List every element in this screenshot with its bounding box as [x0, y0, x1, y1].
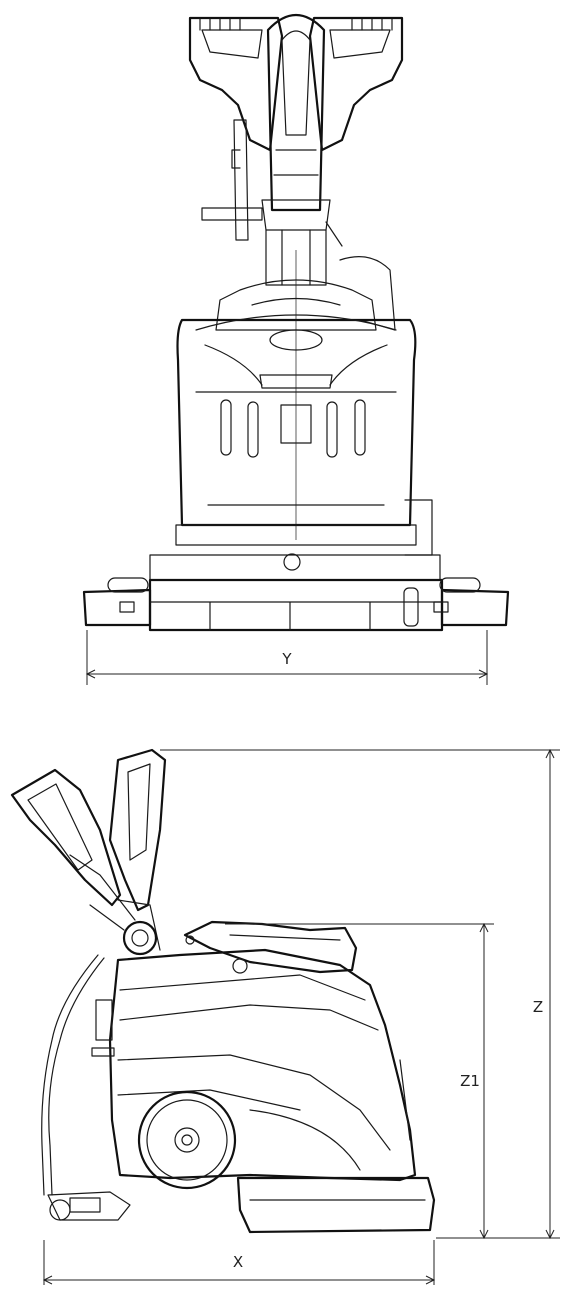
side-view [10, 748, 436, 1234]
handle-raised [108, 748, 167, 951]
dimension-z1 [225, 922, 494, 1240]
label-z1: Z1 [460, 1072, 480, 1090]
handle-front [188, 14, 404, 212]
dimension-x [42, 1240, 436, 1285]
rear-wheel [137, 1090, 237, 1190]
main-body [176, 250, 433, 556]
front-view [82, 14, 510, 632]
main-body-side [41, 948, 417, 1196]
label-x: X [233, 1253, 243, 1271]
base-front [82, 524, 510, 632]
brush-deck [47, 1176, 436, 1234]
handle-lowered [183, 920, 358, 974]
label-z: Z [533, 998, 543, 1016]
dimension-y [85, 630, 489, 685]
pivot-joint [89, 904, 158, 956]
tank-top [215, 256, 396, 351]
dimension-z [160, 748, 560, 1240]
label-y: Y [281, 650, 292, 668]
handle-tilted [10, 768, 136, 921]
steering-column [201, 119, 343, 286]
